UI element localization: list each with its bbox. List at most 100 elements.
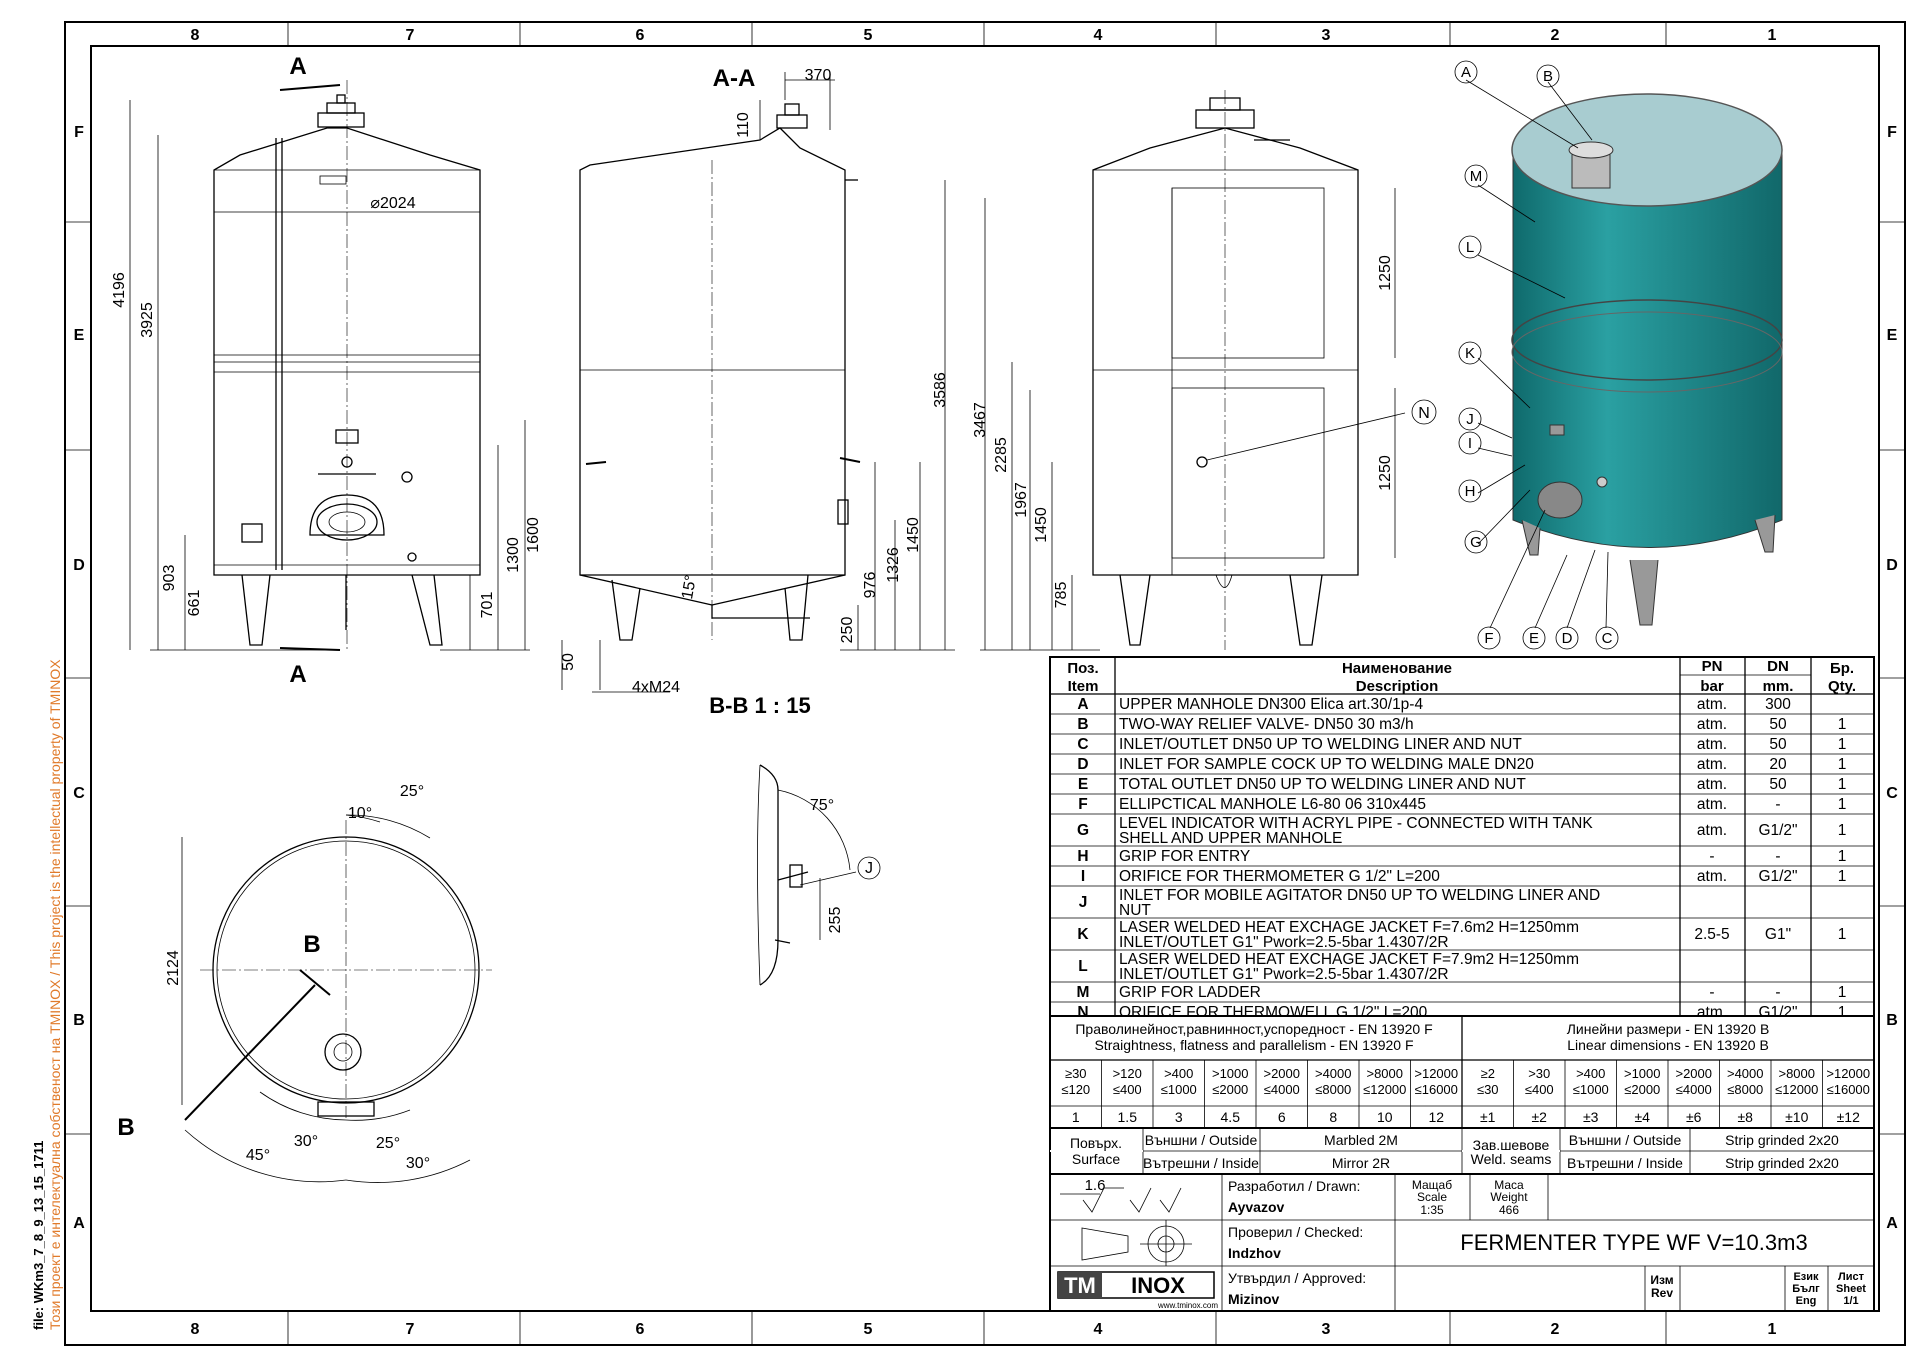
part-desc-line2: INLET/OUTLET G1" Pwork=2.5-5bar 1.4307/2… xyxy=(1119,966,1449,983)
part-dn: 50 xyxy=(1769,736,1787,753)
part-pn: 2.5-5 xyxy=(1694,926,1729,943)
tol-right-value: ±4 xyxy=(1635,1109,1651,1125)
grid-col-6-bottom: 6 xyxy=(636,1321,645,1338)
tol-left-value: 6 xyxy=(1278,1109,1286,1125)
tol-left-value: 8 xyxy=(1329,1109,1337,1125)
welds-label-bg: Зав.шевове xyxy=(1473,1137,1550,1153)
dim-370: 370 xyxy=(805,67,832,84)
grid-col-7: 7 xyxy=(406,27,415,44)
part-desc: LASER WELDED HEAT EXCHAGE JACKET F=7.9m2… xyxy=(1119,951,1579,968)
tol-left-range: >12000 xyxy=(1414,1066,1458,1081)
part-desc-line2: INLET/OUTLET G1" Pwork=2.5-5bar 1.4307/2… xyxy=(1119,934,1449,951)
part-qty: 1 xyxy=(1838,716,1847,733)
approved-label: Утвърдил / Approved: xyxy=(1228,1270,1366,1286)
part-dn: - xyxy=(1775,984,1780,1001)
surface-label-en: Surface xyxy=(1072,1151,1120,1167)
roughness-value: 1.6 xyxy=(1085,1177,1106,1194)
detail-dim-255: 255 xyxy=(827,907,844,934)
weight-label-bg: Маса xyxy=(1494,1178,1524,1192)
part-qty: 1 xyxy=(1838,926,1847,943)
tol-left-range: >1000 xyxy=(1212,1066,1249,1081)
part-desc: GRIP FOR LADDER xyxy=(1119,984,1261,1001)
grid-col-1-bottom: 1 xyxy=(1768,1321,1777,1338)
dim-976: 976 xyxy=(862,572,879,599)
tol-right-value: ±8 xyxy=(1738,1109,1754,1125)
hdr-item-en: Item xyxy=(1068,678,1099,695)
scale-value: 1:35 xyxy=(1420,1203,1444,1217)
part-pn: atm. xyxy=(1697,776,1727,793)
grid-col-6: 6 xyxy=(636,27,645,44)
part-dn: - xyxy=(1775,796,1780,813)
dim-1250-lower: 1250 xyxy=(1377,455,1394,491)
grid-col-1: 1 xyxy=(1768,27,1777,44)
checked-name: Indzhov xyxy=(1228,1245,1281,1261)
dim-3925: 3925 xyxy=(139,302,156,338)
outer-frame xyxy=(64,21,1906,1346)
part-qty: 1 xyxy=(1838,868,1847,885)
surface-outside: Външни / Outside xyxy=(1145,1132,1258,1148)
iso-callout-f: F xyxy=(1484,630,1493,647)
dim-785: 785 xyxy=(1053,582,1070,609)
part-item-n: N xyxy=(1077,1004,1088,1021)
lang-label-bg: Език xyxy=(1793,1271,1819,1283)
tol-right-value: ±1 xyxy=(1480,1109,1496,1125)
tol-right-range: >2000 xyxy=(1675,1066,1712,1081)
section-a-bottom-label: A xyxy=(289,661,306,688)
part-pn: atm. xyxy=(1697,716,1727,733)
sheet-label-bg: Лист xyxy=(1838,1271,1865,1283)
grid-row-b-right: B xyxy=(1886,1012,1898,1029)
welds-label-en: Weld. seams xyxy=(1471,1151,1552,1167)
part-dn: G1/2" xyxy=(1758,822,1797,839)
plan-dim-30deg-left: 30° xyxy=(294,1133,318,1150)
logo-tm: TM xyxy=(1064,1273,1096,1298)
detail-callout-j: J xyxy=(865,860,873,877)
dim-1300: 1300 xyxy=(505,537,522,573)
part-desc: ORIFICE FOR THERMOWELL G 1/2" L=200 xyxy=(1119,1004,1428,1021)
callout-n-back: N xyxy=(1418,405,1430,422)
dim-3467: 3467 xyxy=(972,402,989,438)
part-pn: - xyxy=(1709,848,1714,865)
surface-outside-val: Marbled 2M xyxy=(1324,1132,1398,1148)
part-item-b: B xyxy=(1077,716,1088,733)
part-desc: UPPER MANHOLE DN300 Elica art.30/1p-4 xyxy=(1119,696,1423,713)
part-desc: TOTAL OUTLET DN50 UP TO WELDING LINER AN… xyxy=(1119,776,1526,793)
plan-dim-45deg: 45° xyxy=(246,1147,270,1164)
tol-straightness-en: Straightness, flatness and parallelism -… xyxy=(1094,1037,1413,1053)
drawn-name: Ayvazov xyxy=(1228,1199,1285,1215)
iso-callout-b: B xyxy=(1543,68,1553,85)
grid-col-4: 4 xyxy=(1094,27,1103,44)
iso-callout-e: E xyxy=(1529,630,1539,647)
plan-dim-25deg-bottom: 25° xyxy=(376,1135,400,1152)
part-pn: atm. xyxy=(1697,756,1727,773)
part-dn: G1" xyxy=(1765,926,1791,943)
part-item-f: F xyxy=(1078,796,1087,813)
tol-right-range: >8000 xyxy=(1778,1066,1815,1081)
hdr-pn-en: bar xyxy=(1700,678,1724,695)
tol-left-range: ≤12000 xyxy=(1363,1082,1406,1097)
grid-row-d: D xyxy=(73,557,85,574)
tol-right-value: ±3 xyxy=(1583,1109,1599,1125)
iso-callout-k: K xyxy=(1465,345,1475,362)
part-desc-line2: SHELL AND UPPER MANHOLE xyxy=(1119,830,1342,847)
dim-701: 701 xyxy=(479,592,496,619)
grid-col-3: 3 xyxy=(1322,27,1331,44)
plan-section-b2: B xyxy=(117,1114,134,1141)
surface-table: Повърх. Surface Външни / Outside Вътрешн… xyxy=(1049,1127,1875,1175)
part-item-c: C xyxy=(1077,736,1088,753)
surface-inside: Вътрешни / Inside xyxy=(1143,1155,1259,1171)
plan-section-b1: B xyxy=(303,931,320,958)
tol-right-range: >1000 xyxy=(1624,1066,1661,1081)
plan-dim-10deg: 10° xyxy=(348,805,372,822)
tol-right-range: >400 xyxy=(1576,1066,1605,1081)
tol-right-value: ±10 xyxy=(1785,1109,1808,1125)
part-qty: 1 xyxy=(1838,1004,1847,1021)
part-qty: 1 xyxy=(1838,776,1847,793)
tol-left-value: 3 xyxy=(1175,1109,1183,1125)
tol-left-value: 1.5 xyxy=(1118,1109,1138,1125)
grid-col-8: 8 xyxy=(191,27,200,44)
tol-right-range: ≥2 xyxy=(1481,1066,1495,1081)
section-a-top-label: A xyxy=(289,53,306,80)
tol-right-range: ≤400 xyxy=(1525,1082,1554,1097)
part-item-j: J xyxy=(1079,894,1088,911)
part-item-l: L xyxy=(1078,958,1087,975)
